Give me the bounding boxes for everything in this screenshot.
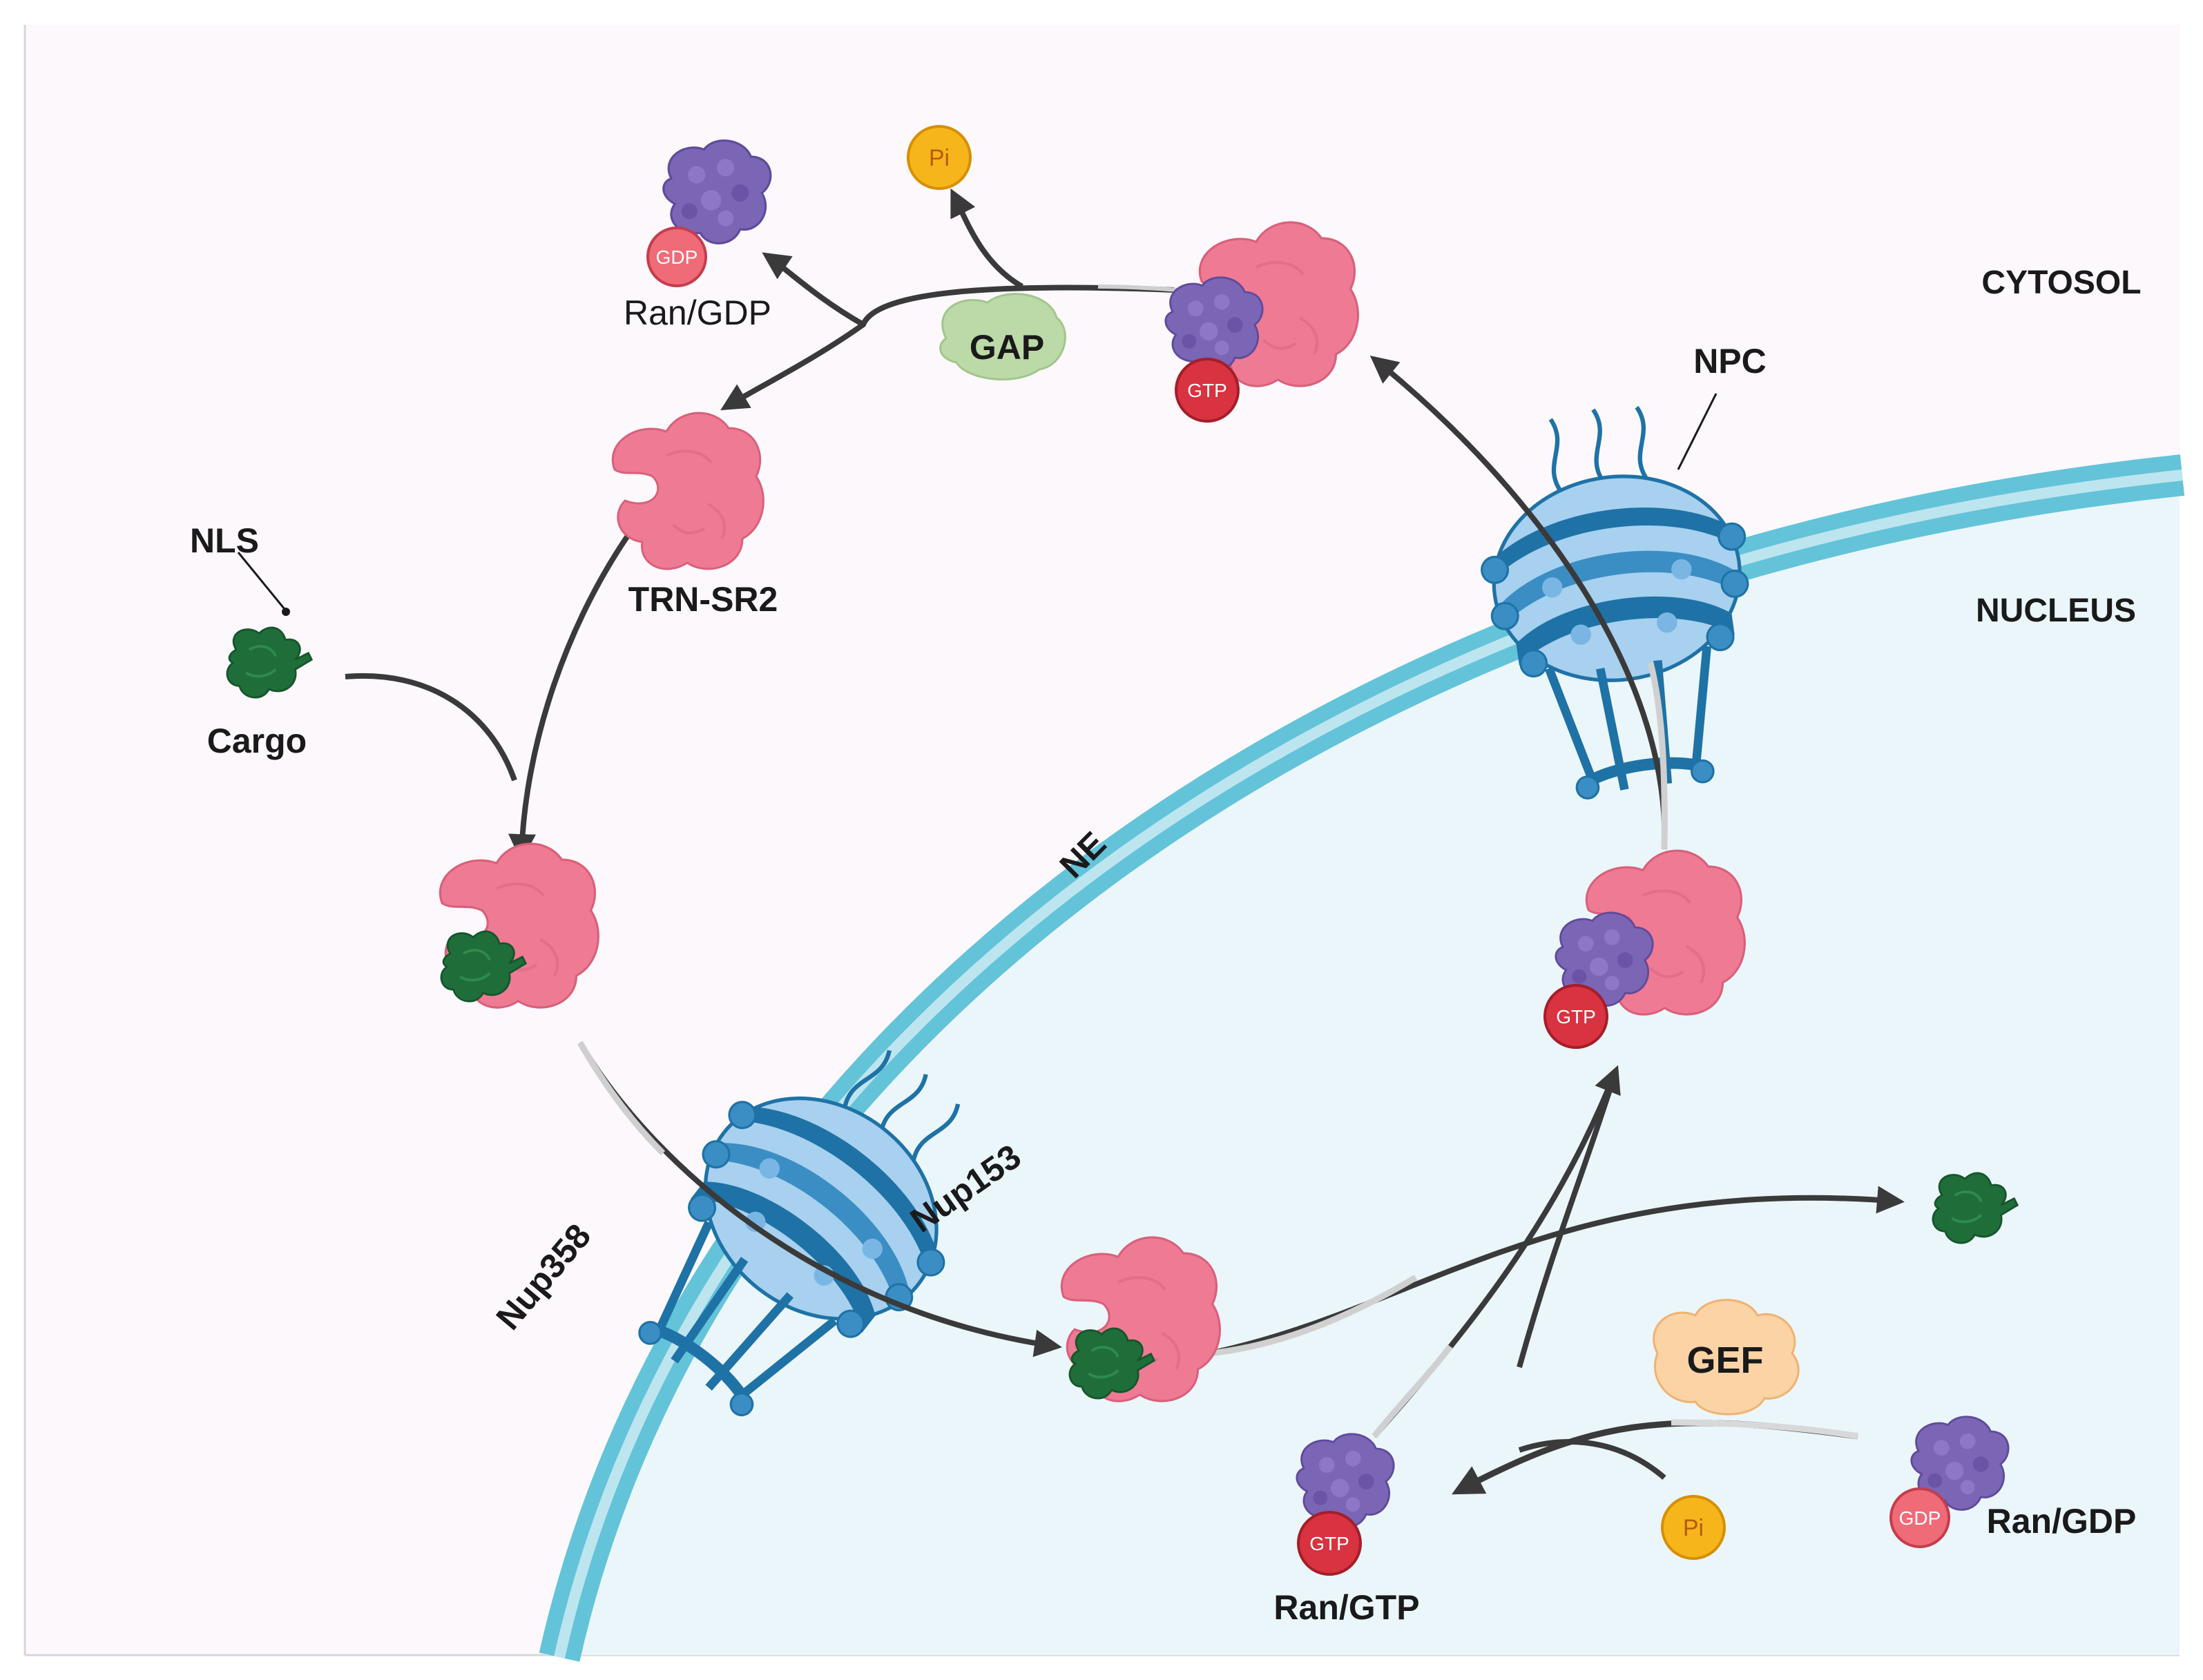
svg-text:GDP: GDP xyxy=(1899,1507,1941,1529)
svg-text:GDP: GDP xyxy=(656,247,698,268)
arrow-pi-join xyxy=(1518,1439,1666,1480)
pi-badge-top: Pi xyxy=(907,125,972,190)
ran-gdp-bottom-label: Ran/GDP xyxy=(1987,1502,2137,1541)
gdp-badge-top: GDP xyxy=(646,226,707,287)
arrow-complex-to-trn xyxy=(720,284,1175,411)
ran-gtp-bottom-label: Ran/GTP xyxy=(1273,1588,1419,1627)
cargo-label: Cargo xyxy=(207,722,307,760)
trn-sr2-label: TRN-SR2 xyxy=(628,580,778,619)
nucleus-label: NUCLEUS xyxy=(1976,592,2136,629)
svg-text:GTP: GTP xyxy=(1309,1533,1349,1554)
svg-text:Pi: Pi xyxy=(929,145,950,171)
svg-text:GTP: GTP xyxy=(1556,1006,1596,1027)
arrow-trn-to-complex xyxy=(508,523,638,862)
cytosol-label: CYTOSOL xyxy=(1981,264,2141,301)
ran-gtp-top-icon xyxy=(1164,276,1264,371)
gef-protein: GEF xyxy=(1653,1299,1800,1416)
ran-gdp-top-label: Ran/GDP xyxy=(624,293,771,332)
gtp-badge-bottom: GTP xyxy=(1297,1511,1362,1576)
gtp-badge-top: GTP xyxy=(1175,358,1240,423)
pi-badge-bottom: Pi xyxy=(1661,1495,1726,1560)
svg-text:GEF: GEF xyxy=(1686,1340,1763,1381)
arrow-cargo-release xyxy=(1208,1186,1905,1356)
npc-label: NPC xyxy=(1693,342,1767,380)
nls-label: NLS xyxy=(190,521,259,560)
svg-text:Pi: Pi xyxy=(1683,1515,1704,1541)
arrow-cargo-join xyxy=(345,673,517,782)
npc-pointer xyxy=(1677,393,1718,470)
svg-text:GAP: GAP xyxy=(970,328,1044,367)
gtp-badge-nucleus: GTP xyxy=(1543,984,1608,1049)
arrow-to-ran-gdp-top xyxy=(762,252,865,327)
arrow-to-pi-top xyxy=(950,188,1024,289)
ran-gtp-bottom-icon xyxy=(1296,1433,1395,1528)
svg-text:GTP: GTP xyxy=(1187,380,1227,401)
arrow-export-through-npc xyxy=(1369,355,1668,850)
gap-protein: GAP xyxy=(939,293,1066,380)
nls-pointer xyxy=(237,552,286,610)
gdp-badge-bottom: GDP xyxy=(1889,1487,1950,1548)
